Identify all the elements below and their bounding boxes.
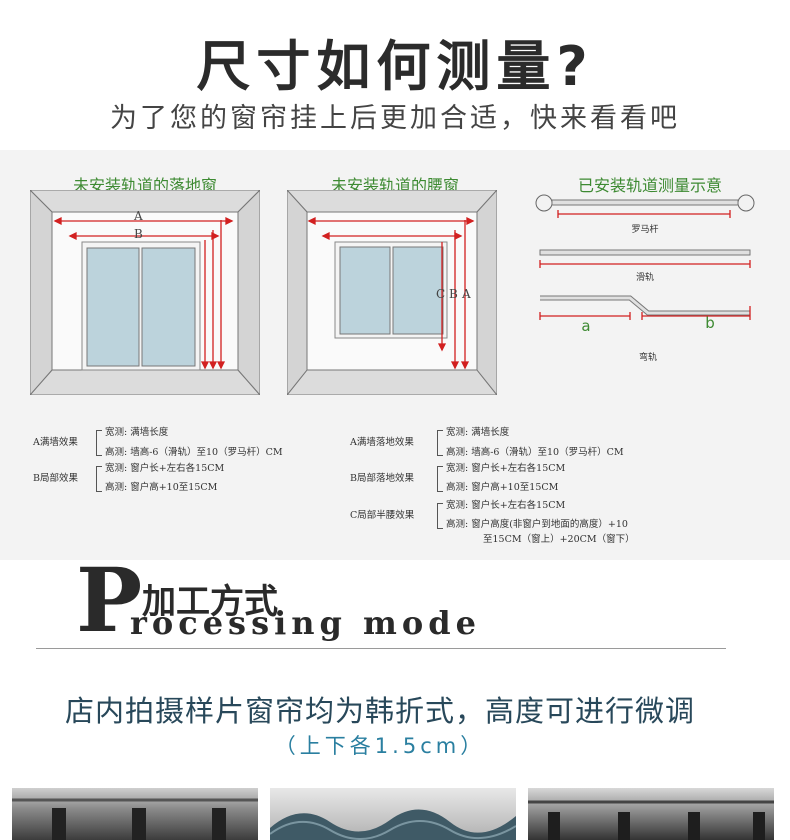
curved-label-a: a xyxy=(581,317,590,335)
waist-window-diagram: C B A xyxy=(287,190,497,395)
processing-initial: P xyxy=(76,548,143,652)
note-right-label-a: A满墙落地效果 xyxy=(350,437,414,448)
floor-label-b: B xyxy=(134,227,143,241)
curtain-photo-2 xyxy=(270,788,516,840)
roman-rod-label: 罗马杆 xyxy=(631,223,658,235)
note-right-b-line1: 宽测: 窗户长+左右各15CM xyxy=(446,463,566,474)
curved-track-label: 弯轨 xyxy=(639,351,657,363)
note-left-label-a: A满墙效果 xyxy=(33,437,78,448)
height-adjust-note: （上下各1.5cm） xyxy=(274,734,486,758)
floor-window-diagram: A B xyxy=(30,190,260,395)
note-right-label-c: C局部半腰效果 xyxy=(350,510,415,521)
installed-track-diagram: 罗马杆 滑轨 a b 弯轨 xyxy=(535,194,755,363)
page-subtitle: 为了您的窗帘挂上后更加合适，快来看看吧 xyxy=(110,103,680,134)
note-left-a-line2: 高测: 墙高-6（滑轨）至10（罗马杆）CM xyxy=(105,447,283,458)
slide-track-label: 滑轨 xyxy=(636,271,654,283)
installed-track-heading: 已安装轨道测量示意 xyxy=(577,176,722,195)
note-left-b-line1: 宽测: 窗户长+左右各15CM xyxy=(105,463,225,474)
note-left-a-line1: 宽测: 满墙长度 xyxy=(105,427,169,438)
note-left-b-line2: 高测: 窗户高+10至15CM xyxy=(105,482,218,493)
note-right-a-line1: 宽测: 满墙长度 xyxy=(446,427,510,438)
note-right-c-line2: 高测: 窗户高度(非窗户到地面的高度）+10 xyxy=(446,519,628,530)
curtain-photo-1 xyxy=(12,788,258,840)
curved-label-b: b xyxy=(705,314,715,332)
waist-label-a: A xyxy=(461,287,471,301)
waist-label-c: C xyxy=(436,287,445,301)
note-right-b-line2: 高测: 窗户高+10至15CM xyxy=(446,482,559,493)
processing-title-en: rocessing mode xyxy=(130,604,481,642)
note-left-label-b: B局部效果 xyxy=(33,473,78,484)
shop-sample-note: 店内拍摄样片窗帘均为韩折式，高度可进行微调 xyxy=(64,694,695,728)
waist-label-b: B xyxy=(449,287,458,301)
processing-title-cn: 加工方式 xyxy=(142,582,278,622)
note-right-label-b: B局部落地效果 xyxy=(350,473,414,484)
note-right-a-line2: 高测: 墙高-6（滑轨）至10（罗马杆）CM xyxy=(446,447,624,458)
curtain-photo-3 xyxy=(528,788,774,840)
note-right-c-line1: 宽测: 窗户长+左右各15CM xyxy=(446,500,566,511)
note-right-c-line3: 至15CM（窗上）+20CM（窗下） xyxy=(483,534,635,545)
section-divider xyxy=(36,648,726,649)
floor-label-a: A xyxy=(133,209,143,223)
page-title: 尺寸如何测量? xyxy=(196,35,594,98)
